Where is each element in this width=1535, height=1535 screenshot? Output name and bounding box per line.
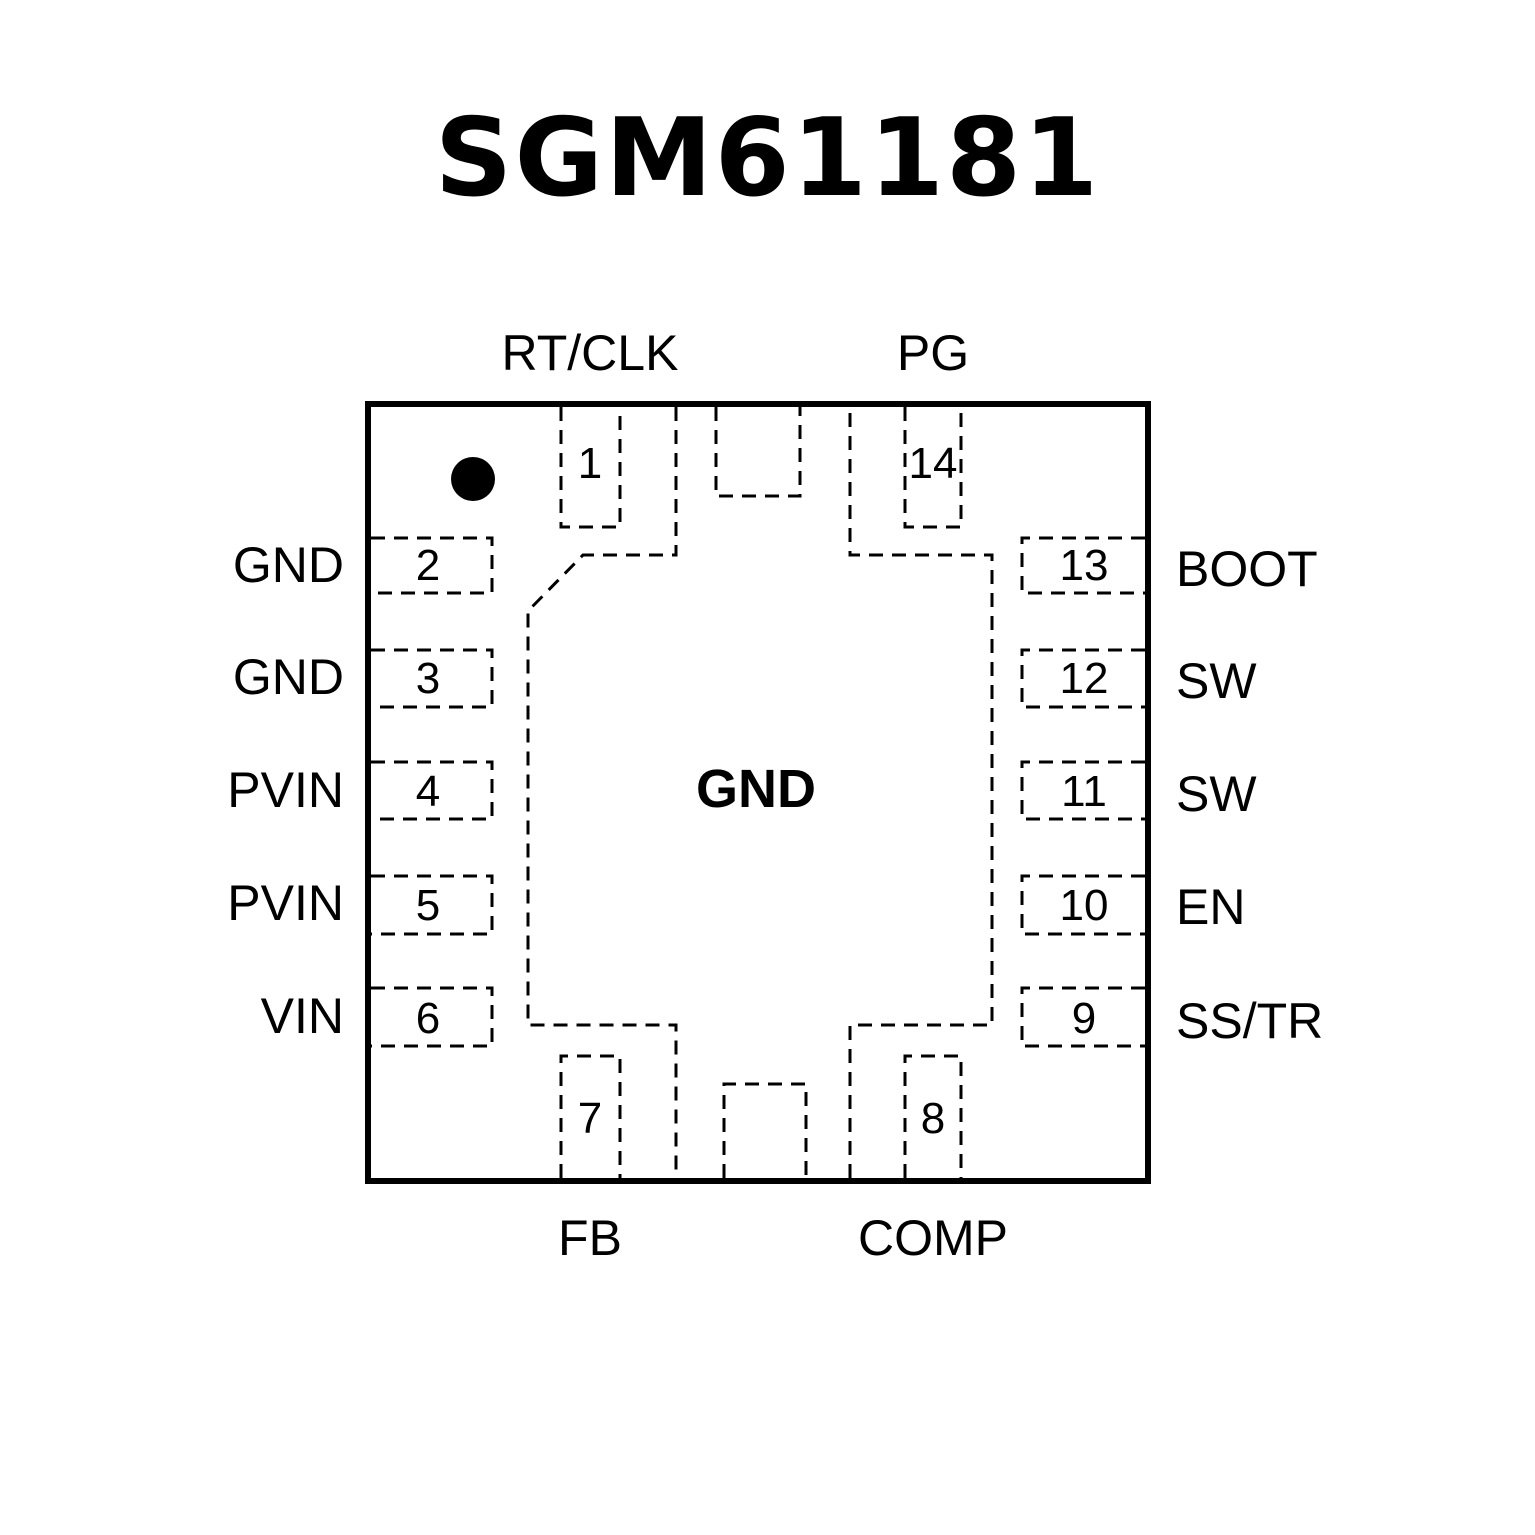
pin-name-5: PVIN: [227, 875, 344, 931]
pin-pad-4: [371, 760, 494, 821]
pin-number-10: 10: [1060, 881, 1109, 930]
top-thermal-tab: [714, 407, 802, 498]
bottom-thermal-tab: [722, 1082, 808, 1178]
pin-name-7: FB: [558, 1210, 622, 1266]
pin-pad-10: [1020, 874, 1145, 936]
pin-pad-3: [371, 648, 494, 709]
pin-number-6: 6: [416, 994, 440, 1043]
pin-pad-12: [1020, 648, 1145, 709]
pin-number-4: 4: [416, 767, 440, 816]
pin-number-7: 7: [578, 1094, 602, 1143]
pin-number-9: 9: [1072, 994, 1096, 1043]
pin-name-3: GND: [233, 649, 344, 705]
pin-number-8: 8: [921, 1094, 945, 1143]
pin-pad-11: [1020, 760, 1145, 821]
pin-number-5: 5: [416, 881, 440, 930]
pin-pad-5: [371, 874, 494, 936]
pin-pad-6: [371, 986, 494, 1048]
pin-number-14: 14: [909, 439, 958, 488]
center-pad-label: GND: [696, 759, 816, 819]
exposed-pad-outline: [526, 407, 994, 1178]
pin-number-12: 12: [1060, 654, 1109, 703]
pin-name-13: BOOT: [1176, 541, 1318, 597]
pin-name-12: SW: [1176, 653, 1257, 709]
pin-name-11: SW: [1176, 766, 1257, 822]
pin-number-11: 11: [1061, 767, 1107, 816]
pin-name-2: GND: [233, 537, 344, 593]
package-outline: [365, 401, 1151, 1184]
pin-number-1: 1: [578, 439, 602, 488]
pin-pad-7: [559, 1054, 622, 1178]
pin1-marker-dot: [451, 457, 495, 501]
pin-name-6: VIN: [261, 988, 344, 1044]
pin-pad-8: [903, 1054, 963, 1178]
pin-pad-14: [903, 407, 963, 529]
pin-name-1: RT/CLK: [502, 325, 679, 381]
pin-name-14: PG: [897, 325, 969, 381]
pin-name-4: PVIN: [227, 762, 344, 818]
chip-title: SGM61181: [434, 96, 1101, 221]
pin-pad-13: [1020, 536, 1145, 595]
pin-name-8: COMP: [858, 1210, 1008, 1266]
pin-name-10: EN: [1176, 879, 1245, 935]
pin-pad-2: [371, 536, 494, 595]
pin-number-13: 13: [1060, 541, 1109, 590]
pin-pad-1: [559, 407, 622, 529]
pin-pad-9: [1020, 986, 1145, 1048]
pin-name-9: SS/TR: [1176, 993, 1323, 1049]
pin-number-2: 2: [416, 541, 440, 590]
pin-number-3: 3: [416, 654, 440, 703]
